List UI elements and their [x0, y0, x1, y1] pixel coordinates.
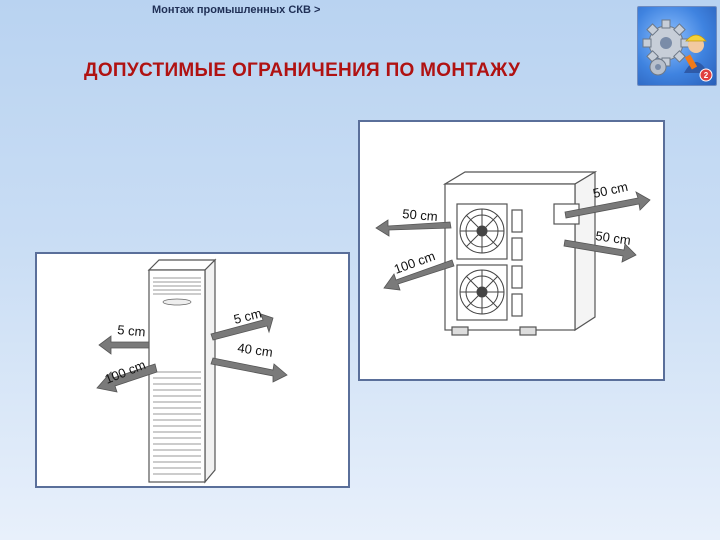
label-right-lower: 40 cm [237, 340, 274, 360]
label-left-upper: 5 cm [117, 322, 146, 339]
outdoor-unit-diagram: 50 cm 50 cm 50 cm 100 cm [358, 120, 665, 381]
page-title: ДОПУСТИМЫЕ ОГРАНИЧЕНИЯ ПО МОНТАЖУ [84, 60, 521, 81]
arrow-top-right [564, 191, 651, 219]
label-left-upper: 50 cm [402, 206, 439, 224]
svg-text:2: 2 [704, 71, 709, 80]
arrow-left-upper [98, 335, 150, 355]
breadcrumb[interactable]: Монтаж промышленных СКВ > [152, 4, 321, 16]
arrow-left-lower [383, 259, 455, 291]
label-right-upper: 5 cm [232, 306, 263, 327]
logo: 2 [637, 6, 717, 86]
arrow-left-upper [375, 219, 452, 237]
arrow-right-lower [210, 357, 288, 383]
outdoor-unit-illustration [442, 170, 598, 336]
label-right: 50 cm [595, 228, 632, 248]
indoor-unit-illustration [147, 258, 217, 484]
arrow-right-upper [210, 313, 274, 341]
arrow-left-lower [96, 363, 158, 393]
arrow-right [563, 239, 637, 263]
gear-worker-icon: 2 [642, 19, 713, 82]
label-top-right: 50 cm [592, 179, 630, 201]
indoor-unit-diagram: 5 cm 100 cm 5 cm 40 cm [35, 252, 350, 488]
